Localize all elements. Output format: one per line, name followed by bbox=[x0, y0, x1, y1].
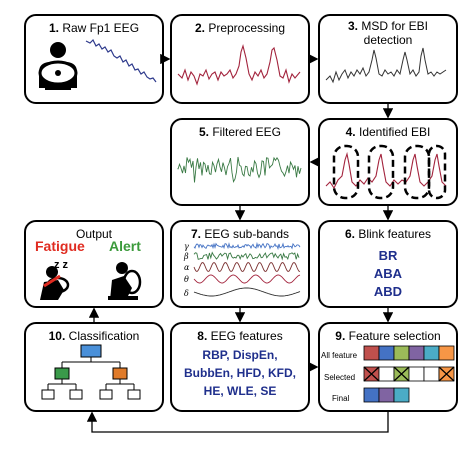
selected-cell-1 bbox=[378, 366, 395, 382]
blink-number: 6. bbox=[344, 227, 355, 241]
ebi-title: Identified EBI bbox=[358, 125, 431, 139]
row-label-all-feature: All feature bbox=[321, 351, 358, 360]
row-label-selected: Selected bbox=[324, 373, 356, 382]
classification-number: 10. bbox=[48, 329, 66, 343]
all-feature-cell-1 bbox=[378, 345, 395, 361]
box-eeg-features: 8. EEG features RBP, DispEn, BubbEn, HFD… bbox=[170, 322, 310, 412]
final-cell-2 bbox=[393, 387, 410, 403]
final-cell-1 bbox=[378, 387, 395, 403]
all-feature-cell-3 bbox=[408, 345, 425, 361]
subband-trace-1 bbox=[193, 251, 300, 261]
driver-icon bbox=[38, 42, 78, 90]
msd-title: MSD for EBI bbox=[361, 19, 429, 33]
fatigue-driver-icon: z z bbox=[40, 259, 70, 300]
feature-selection-grid bbox=[363, 345, 455, 403]
subband-trace-2 bbox=[193, 261, 301, 273]
selected-cell-2-cross bbox=[393, 366, 410, 382]
tree-root-node bbox=[80, 344, 102, 358]
filtered-eeg-trace bbox=[177, 156, 302, 184]
preprocessing-number: 2. bbox=[194, 21, 205, 35]
band-label-alpha: α bbox=[184, 263, 190, 272]
blink-feature-aba: ABA bbox=[373, 266, 403, 281]
box-eeg-subbands: 7. EEG sub-bands bbox=[170, 220, 310, 308]
box-blink-features: 6. Blink features BR ABA ABD bbox=[318, 220, 458, 308]
classification-title: Classification bbox=[68, 329, 140, 343]
ebi-dashed-markers bbox=[332, 144, 447, 200]
msd-number: 3. bbox=[347, 19, 358, 33]
preprocessed-eeg-trace bbox=[177, 44, 301, 86]
sleep-z-icon: z z bbox=[54, 259, 69, 271]
subbands-number: 7. bbox=[190, 227, 201, 241]
output-title: Output bbox=[75, 227, 113, 241]
raw-eeg-title: Raw Fp1 EEG bbox=[62, 21, 140, 35]
eeg-features-title: EEG features bbox=[210, 329, 283, 343]
band-label-delta: δ bbox=[184, 289, 189, 298]
arrow-selection-to-classif bbox=[86, 411, 389, 433]
filtered-title: Filtered EEG bbox=[212, 125, 282, 139]
subband-trace-3 bbox=[193, 274, 301, 284]
final-cell-0 bbox=[363, 387, 380, 403]
subband-traces bbox=[193, 241, 301, 297]
band-label-gamma: γ bbox=[184, 242, 189, 251]
all-feature-cell-2 bbox=[393, 345, 410, 361]
tree-right-node bbox=[112, 367, 128, 380]
classification-tree bbox=[41, 344, 141, 400]
msd-trace bbox=[325, 47, 447, 84]
ebi-number: 4. bbox=[345, 125, 356, 139]
band-label-theta: θ bbox=[184, 275, 189, 284]
subband-trace-0 bbox=[193, 241, 301, 251]
msd-title-line2: detection bbox=[363, 33, 413, 47]
tree-left-node bbox=[54, 367, 70, 380]
selected-cell-4 bbox=[423, 366, 440, 382]
alert-driver-icon bbox=[108, 262, 142, 300]
raw-eeg-number: 1. bbox=[48, 21, 59, 35]
blink-feature-abd: ABD bbox=[373, 284, 403, 299]
selection-title: Feature selection bbox=[348, 329, 441, 343]
subband-labels: γ β α θ δ bbox=[183, 242, 190, 298]
all-feature-cell-0 bbox=[363, 345, 380, 361]
selected-cell-0-cross bbox=[363, 366, 380, 382]
eeg-features-line3: HE, WLE, SE bbox=[203, 384, 277, 398]
eeg-features-number: 8. bbox=[197, 329, 208, 343]
row-label-final: Final bbox=[332, 394, 350, 403]
selected-cell-3 bbox=[408, 366, 425, 382]
selection-number: 9. bbox=[335, 329, 346, 343]
subbands-title: EEG sub-bands bbox=[204, 227, 290, 241]
all-feature-cell-5 bbox=[438, 345, 455, 361]
alert-label: Alert bbox=[109, 238, 141, 254]
filtered-number: 5. bbox=[198, 125, 209, 139]
band-label-beta: β bbox=[183, 252, 189, 261]
raw-eeg-trace bbox=[85, 38, 157, 83]
fatigue-label: Fatigue bbox=[35, 238, 85, 254]
eeg-features-line1: RBP, DispEn, bbox=[202, 348, 278, 362]
preprocessing-title: Preprocessing bbox=[208, 21, 286, 35]
all-feature-cell-4 bbox=[423, 345, 440, 361]
selected-cell-5-cross bbox=[438, 366, 455, 382]
eeg-features-line2: BubbEn, HFD, KFD, bbox=[184, 366, 296, 380]
box-output: Output Fatigue Alert bbox=[24, 220, 164, 308]
subband-trace-4 bbox=[193, 287, 301, 297]
blink-feature-br: BR bbox=[378, 248, 398, 263]
blink-title: Blink features bbox=[358, 227, 432, 241]
